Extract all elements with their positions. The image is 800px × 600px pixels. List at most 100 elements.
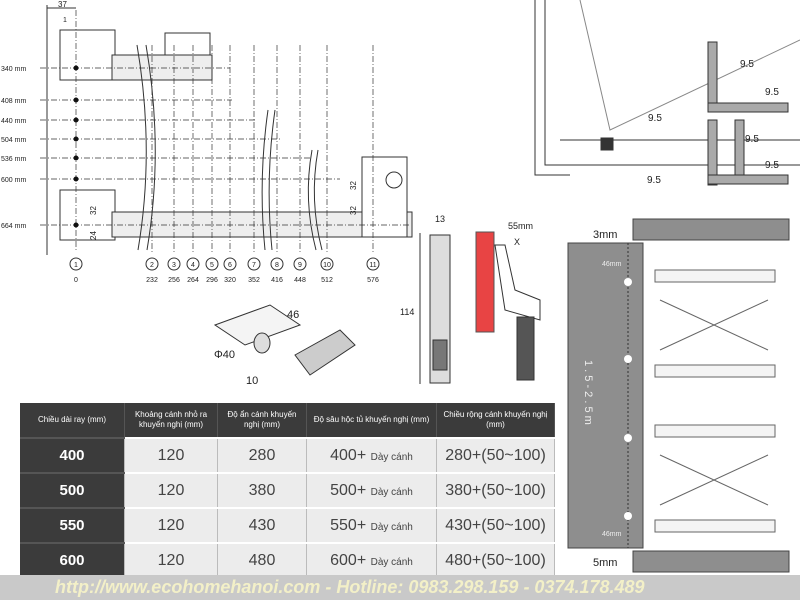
position-value: 352 — [248, 277, 260, 284]
dim-1: 1 — [63, 17, 67, 24]
height-label: 600 mm — [1, 177, 26, 184]
position-number: 2 — [150, 262, 154, 269]
position-circle — [270, 257, 284, 271]
hole-marker — [73, 117, 79, 123]
dim-9-5: 9.5 — [765, 87, 779, 98]
height-label: 340 mm — [1, 66, 26, 73]
depth-value: 600+ — [330, 551, 367, 569]
cell-length: 500 — [20, 472, 125, 508]
dim-32b: 32 — [349, 181, 358, 190]
height-label: 440 mm — [1, 118, 26, 125]
position-number: 9 — [298, 262, 302, 269]
cell-gap: 120 — [124, 507, 218, 543]
depth-suffix: Dày cánh — [370, 451, 413, 463]
depth-suffix: Dày cánh — [370, 486, 413, 498]
position-value: 448 — [294, 277, 306, 284]
position-circle — [186, 257, 200, 271]
height-label: 408 mm — [1, 98, 26, 105]
cell-hide: 430 — [217, 507, 307, 543]
position-value: 232 — [146, 277, 158, 284]
hole-marker — [73, 222, 79, 228]
dim-46: 46 — [287, 309, 299, 321]
position-value: 256 — [168, 277, 180, 284]
gap-3mm: 3mm — [593, 229, 617, 241]
dim-24: 24 — [89, 231, 98, 240]
position-number: 4 — [191, 262, 195, 269]
position-value: 320 — [224, 277, 236, 284]
offset-top: 46mm — [602, 261, 622, 268]
dim-phi40: Φ40 — [214, 349, 235, 361]
depth-suffix: Dày cánh — [370, 556, 413, 568]
cell-width: 480+(50~100) — [436, 542, 555, 577]
cell-width: 380+(50~100) — [436, 472, 555, 508]
position-value: 512 — [321, 277, 333, 284]
position-number: 7 — [252, 262, 256, 269]
dim-9-5: 9.5 — [648, 113, 662, 124]
cell-gap: 120 — [124, 472, 218, 508]
hole-marker — [73, 97, 79, 103]
position-circle — [69, 257, 83, 271]
hinge-drawing: 46 Φ40 10 — [213, 304, 356, 387]
cell-hide: 480 — [217, 542, 307, 577]
position-number: 11 — [369, 262, 376, 269]
offset-bottom: 46mm — [602, 531, 622, 538]
position-number: 10 — [323, 262, 331, 269]
cell-width: 280+(50~100) — [436, 437, 555, 473]
cell-depth: 550+ Dày cánh — [306, 507, 437, 543]
hole-marker — [73, 155, 79, 161]
position-number: 5 — [210, 262, 214, 269]
position-circle — [167, 257, 181, 271]
cell-gap: 120 — [124, 437, 218, 473]
position-value: 416 — [271, 277, 283, 284]
dim-9-5: 9.5 — [740, 59, 754, 70]
position-circle — [223, 257, 237, 271]
cell-length: 400 — [20, 437, 125, 473]
hole-marker — [73, 176, 79, 182]
position-value: 264 — [187, 277, 199, 284]
depth-value: 400+ — [330, 446, 367, 464]
dim-55mm: 55mm — [508, 221, 533, 231]
position-number: 1 — [74, 262, 78, 269]
cell-gap: 120 — [124, 542, 218, 577]
position-circle — [247, 257, 261, 271]
corner-drawing: 9.5 9.5 9.5 9.5 9.5 9.5 — [534, 0, 800, 186]
height-label: 536 mm — [1, 156, 26, 163]
dim-x: X — [514, 237, 520, 247]
panel-drawing: 3mm 5mm 46mm 46mm 1 . 5 - 2 . 5 m — [567, 218, 790, 573]
cell-length: 550 — [20, 507, 125, 543]
dim-9-5: 9.5 — [647, 175, 661, 186]
height-label: 664 mm — [1, 223, 26, 230]
position-circle — [205, 257, 219, 271]
position-circle — [366, 257, 380, 271]
cell-depth: 600+ Dày cánh — [306, 542, 437, 577]
cell-length: 600 — [20, 542, 125, 577]
footer-bar: http://www.ecohomehanoi.com - Hotline: 0… — [0, 575, 800, 600]
panel-height: 1 . 5 - 2 . 5 m — [582, 360, 594, 425]
dim-37: 37 — [58, 0, 67, 9]
table-row: 550 120 430 550+ Dày cánh 430+(50~100) — [20, 507, 555, 543]
header-gap: Khoảng cánh nhỏ ra khuyến nghị (mm) — [124, 403, 218, 438]
position-circle — [145, 257, 159, 271]
cell-depth: 500+ Dày cánh — [306, 472, 437, 508]
header-hide: Độ ẩn cánh khuyến nghị (mm) — [217, 403, 307, 438]
position-circle — [293, 257, 307, 271]
hole-marker — [73, 65, 79, 71]
dim-9-5: 9.5 — [745, 134, 759, 145]
table-row: 600 120 480 600+ Dày cánh 480+(50~100) — [20, 542, 555, 577]
depth-value: 550+ — [330, 516, 367, 534]
header-width: Chiều rộng cánh khuyến nghị (mm) — [436, 403, 555, 438]
position-number: 3 — [172, 262, 176, 269]
table-row: 400 120 280 400+ Dày cánh 280+(50~100) — [20, 437, 555, 473]
dim-114: 114 — [400, 307, 414, 317]
dim-32: 32 — [89, 206, 98, 215]
dim-10: 10 — [246, 375, 258, 387]
depth-suffix: Dày cánh — [370, 521, 413, 533]
position-number: 6 — [228, 262, 232, 269]
table-row: 500 120 380 500+ Dày cánh 380+(50~100) — [20, 472, 555, 508]
position-value: 296 — [206, 277, 218, 284]
dim-13: 13 — [435, 214, 445, 224]
gap-5mm: 5mm — [593, 557, 617, 569]
depth-value: 500+ — [330, 481, 367, 499]
